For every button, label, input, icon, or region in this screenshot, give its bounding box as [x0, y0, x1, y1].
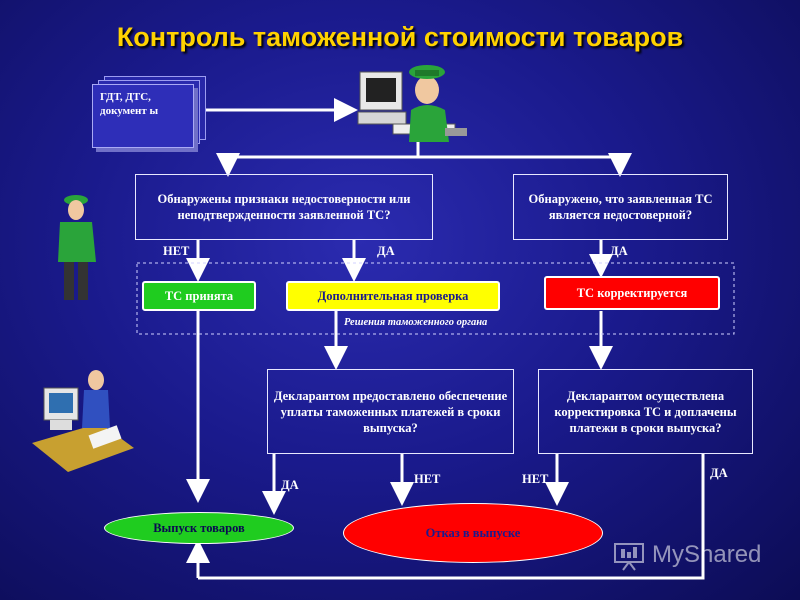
officer-computer-illustration: [355, 60, 480, 144]
label-q1-no: НЕТ: [163, 244, 190, 258]
outcome-refusal-release: Отказ в выпуске: [343, 503, 603, 563]
decision-value-corrected: ТС корректируется: [544, 276, 720, 310]
clerk-desk-illustration: [30, 368, 135, 478]
documents-label: ГДТ, ДТС, документ ы: [100, 91, 159, 117]
documents-stack: ГДТ, ДТС, документ ы: [88, 76, 218, 152]
outcome-release-goods: Выпуск товаров: [104, 512, 294, 544]
standing-officer-illustration: [52, 192, 102, 307]
watermark-text: MyShared: [652, 541, 762, 568]
label-q3-no: НЕТ: [414, 472, 441, 486]
watermark-logo: MyShared: [612, 538, 761, 572]
decision-value-accepted: ТС принята: [142, 281, 256, 311]
presentation-icon: [614, 543, 644, 571]
decision-additional-check: Дополнительная проверка: [286, 281, 500, 311]
label-q4-yes: ДА: [710, 466, 728, 480]
decisions-region: [136, 262, 735, 335]
question-correction-payment: Декларантом осуществлена корректировка Т…: [538, 369, 753, 454]
page-title: Контроль таможенной стоимости товаров: [116, 22, 684, 52]
arrow-q4-yes: [205, 454, 705, 580]
question-value-inaccurate: Обнаружено, что заявленная ТС является н…: [513, 174, 728, 240]
label-q1-yes: ДА: [377, 244, 395, 258]
label-q4-no: НЕТ: [522, 472, 549, 486]
decisions-caption: Решения таможенного органа: [344, 317, 488, 328]
question-signs-of-inaccuracy: Обнаружены признаки недостоверности или …: [135, 174, 433, 240]
label-q2-yes: ДА: [610, 244, 628, 258]
question-payment-security: Декларантом предоставлено обеспечение уп…: [267, 369, 514, 454]
label-q3-yes: ДА: [281, 478, 299, 492]
